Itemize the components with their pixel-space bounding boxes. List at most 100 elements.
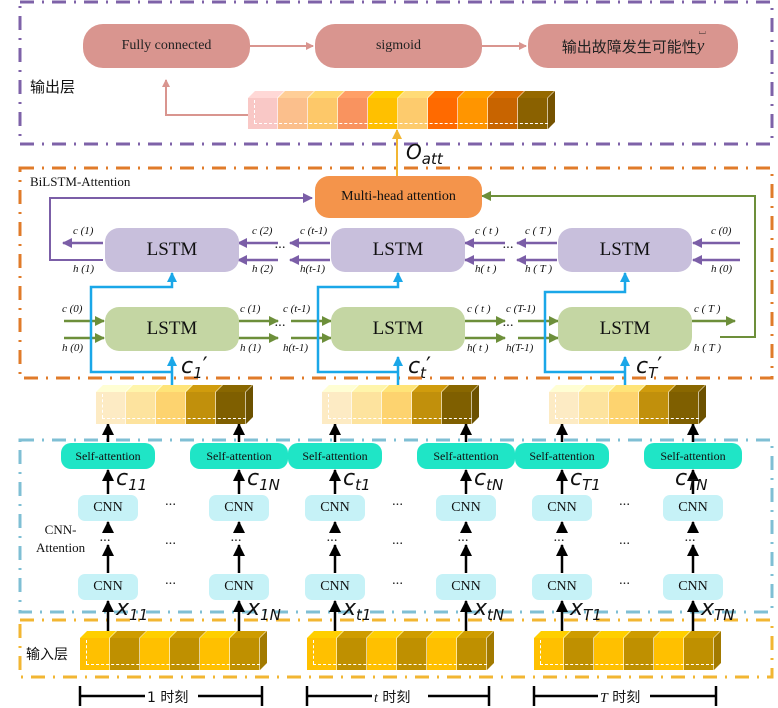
fw-cT: c ( T ) [694, 303, 721, 315]
backward-lstm-T: LSTM [558, 228, 692, 272]
horizontal-ellipsis: ··· [618, 498, 631, 513]
bw-c0: c (0) [711, 225, 732, 237]
vector-cell [307, 638, 337, 670]
cnn-box-bottom: CNN [532, 574, 592, 600]
cnn-attention-border [18, 438, 774, 614]
ct-prime-label: ct′ [408, 354, 431, 382]
self-attention-box: Self-attention [515, 443, 609, 469]
fully-connected-box: Fully connected [83, 24, 250, 68]
cnn-box-top: CNN [663, 495, 723, 521]
horizontal-ellipsis: ··· [618, 537, 631, 552]
o-att-label: Oatt [406, 140, 443, 168]
x-input-label: xtN [474, 596, 505, 624]
vector-cell [367, 638, 397, 670]
vector-cell [458, 98, 488, 129]
ellipsis: ··· [274, 319, 286, 334]
horizontal-ellipsis: ··· [164, 537, 177, 552]
vector-cell [248, 98, 278, 129]
cnn-box-bottom: CNN [436, 574, 496, 600]
cnn-box-top: CNN [78, 495, 138, 521]
vector-cell [140, 638, 170, 670]
cnn-box-bottom: CNN [305, 574, 365, 600]
cnn-box-bottom: CNN [78, 574, 138, 600]
bw-h2: h (2) [252, 263, 274, 275]
horizontal-ellipsis: ··· [391, 537, 404, 552]
forward-lstm-t: LSTM [331, 307, 465, 351]
vector-cell [156, 392, 186, 424]
sigmoid-box: sigmoid [315, 24, 482, 68]
c1-prime-label: c1′ [181, 354, 208, 382]
vector-cell [684, 638, 714, 670]
c-feature-label: ct1 [343, 466, 371, 494]
vector-cell [170, 638, 200, 670]
vector-cell [639, 392, 669, 424]
vector-cell [308, 98, 338, 129]
input-layer-label: 输入层 [26, 647, 68, 663]
vector-cell [609, 392, 639, 424]
x-input-label: xTN [701, 596, 735, 624]
cnn-attention-label: CNN- Attention [36, 522, 86, 555]
vector-cell [278, 98, 308, 129]
self-attention-box: Self-attention [644, 443, 742, 469]
horizontal-ellipsis: ··· [164, 577, 177, 592]
fw-h1: h (1) [240, 342, 262, 354]
vector-cell [398, 98, 428, 129]
backward-lstm-1: LSTM [105, 228, 239, 272]
bw-ct-1: c (t-1) [300, 225, 328, 237]
x-input-label: x11 [116, 596, 149, 624]
vector-cell [216, 392, 246, 424]
x-input-label: xt1 [343, 596, 372, 624]
input-layer-border [18, 618, 774, 679]
vector-cell [96, 392, 126, 424]
x-input-label: x1N [247, 596, 281, 624]
self-attention-box: Self-attention [61, 443, 155, 469]
cnn-box-top: CNN [532, 495, 592, 521]
fw-ht-1: h(t-1) [283, 342, 309, 354]
self-attention-box: Self-attention [417, 443, 515, 469]
c-feature-label: cT1 [570, 466, 601, 494]
bw-h1-left: h (1) [73, 263, 95, 275]
time-label-1: 1 时刻 [147, 690, 189, 706]
vector-cell [564, 638, 594, 670]
vector-cell [518, 98, 548, 129]
vertical-ellipsis: ··· [326, 534, 338, 549]
vector-cell [368, 98, 398, 129]
vector-cell [230, 638, 260, 670]
multi-head-attention-box: Multi-head attention [315, 176, 482, 218]
output-symbol: y⌴ [696, 26, 706, 55]
backward-lstm-t: LSTM [331, 228, 465, 272]
fw-hT: h ( T ) [694, 342, 721, 354]
vector-cell [412, 392, 442, 424]
output-layer-label: 输出层 [30, 78, 76, 96]
cnn-box-top: CNN [436, 495, 496, 521]
time-label-T: T 时刻 [600, 690, 641, 706]
vector-cell [322, 392, 352, 424]
output-label: 输出故障发生可能性 [561, 37, 697, 56]
cnn-box-bottom: CNN [663, 574, 723, 600]
vector-cell [594, 638, 624, 670]
vertical-ellipsis: ··· [684, 534, 696, 549]
vector-cell [80, 638, 110, 670]
ellipsis: ··· [274, 241, 286, 256]
vertical-ellipsis: ··· [230, 534, 242, 549]
cnn-box-bottom: CNN [209, 574, 269, 600]
c-feature-label: c11 [116, 466, 148, 494]
vertical-ellipsis: ··· [553, 534, 565, 549]
vector-cell [397, 638, 427, 670]
vector-cell [382, 392, 412, 424]
vector-cell [110, 638, 140, 670]
time-label-t: t 时刻 [374, 690, 411, 706]
vector-cell [654, 638, 684, 670]
fw-cT-1: c (T-1) [506, 303, 536, 315]
fw-ct: c ( t ) [467, 303, 491, 315]
horizontal-ellipsis: ··· [618, 577, 631, 592]
vector-cell [457, 638, 487, 670]
vector-cell [200, 638, 230, 670]
vector-cell [427, 638, 457, 670]
vector-cell [337, 638, 367, 670]
bilstm-label: BiLSTM-Attention [30, 174, 131, 189]
horizontal-ellipsis: ··· [391, 577, 404, 592]
vector-cell [352, 392, 382, 424]
x-input-label: xT1 [570, 596, 602, 624]
